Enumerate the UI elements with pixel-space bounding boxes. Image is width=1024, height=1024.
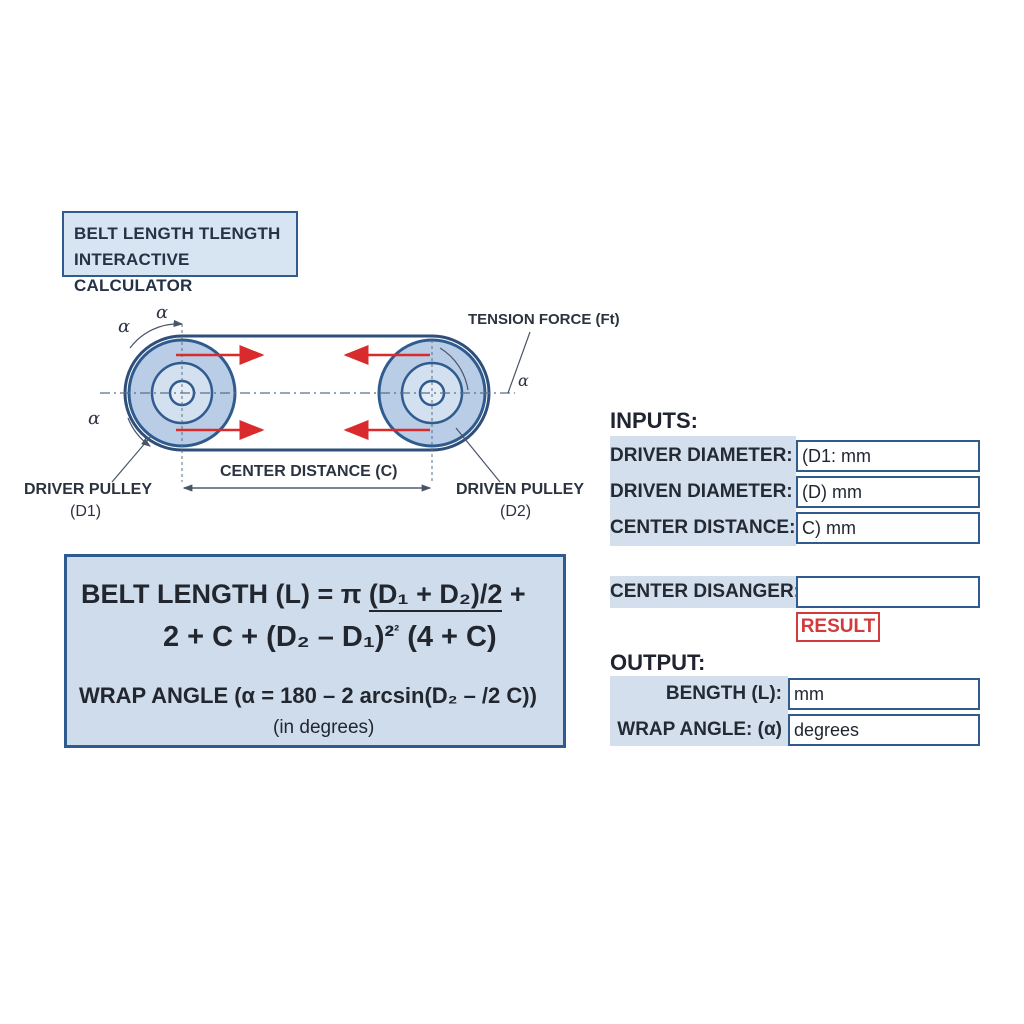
driver-diameter-input[interactable] <box>796 440 980 472</box>
driver-diameter-row: DRIVER DIAMETER: <box>610 440 980 472</box>
wrap-angle-output-label: WRAP ANGLE: (α) <box>610 714 788 746</box>
alpha-label: α <box>88 408 100 429</box>
alpha-label: α <box>518 371 529 390</box>
center-distance-label: CENTER DISTANCE: <box>610 512 796 544</box>
center-disanger-input[interactable] <box>796 576 980 608</box>
alpha-label: α <box>156 302 168 323</box>
center-distance-input[interactable] <box>796 512 980 544</box>
driven-diameter-input[interactable] <box>796 476 980 508</box>
driver-diameter-label: DRIVER DIAMETER: <box>610 440 796 472</box>
driven-diameter-row: DRIVEN DIAMETER: <box>610 476 980 508</box>
center-distance-label: CENTER DISTANCE (C) <box>220 463 397 480</box>
tension-force-label: TENSION FORCE (Ft) <box>468 311 620 328</box>
title-line-2: INTERACTIVE CALCULATOR <box>74 250 193 295</box>
driver-pulley-sub: (D1) <box>70 503 101 520</box>
driver-pulley-label: DRIVER PULLEY <box>24 481 152 498</box>
alpha-label: α <box>118 316 130 337</box>
inputs-heading: INPUTS: <box>610 408 698 433</box>
calculator-title-box: BELT LENGTH TLENGTH INTERACTIVE CALCULAT… <box>62 211 298 295</box>
driven-pulley-sub: (D2) <box>500 503 531 520</box>
result-button[interactable]: RESULT <box>796 612 880 642</box>
length-output-label: BENGTH (L): <box>610 678 788 710</box>
wrap-angle-formula: WRAP ANGLE (α = 180 – 2 arcsin(D₂ – /2 C… <box>79 683 537 708</box>
title-line-1: BELT LENGTH TLENGTH <box>74 224 281 243</box>
formula-box: BELT LENGTH (L) = π (D₁ + D₂)/2 + 2 + C … <box>64 554 566 748</box>
output-heading: OUTPUT: <box>610 650 706 675</box>
wrap-angle-output-field[interactable] <box>788 714 980 746</box>
pulley-diagram: α α α α TENSION FORCE (Ft) CENTER DISTAN… <box>24 302 620 520</box>
belt-length-formula: BELT LENGTH (L) = π (D₁ + D₂)/2 + <box>81 579 526 612</box>
driven-diameter-label: DRIVEN DIAMETER: <box>610 476 796 508</box>
belt-length-formula-line2: 2 + C + (D₂ – D₁)²² (4 + C) <box>163 621 497 653</box>
length-output-row: BENGTH (L): <box>610 678 980 710</box>
wrap-angle-note: (in degrees) <box>273 717 375 738</box>
driven-pulley-label: DRIVEN PULLEY <box>456 481 584 498</box>
center-disanger-label: CENTER DISANGER: <box>610 576 800 608</box>
length-output-field[interactable] <box>788 678 980 710</box>
center-distance-row: CENTER DISTANCE: <box>610 512 980 544</box>
wrap-angle-output-row: WRAP ANGLE: (α) <box>610 714 980 746</box>
center-disanger-row: CENTER DISANGER: <box>610 576 980 608</box>
